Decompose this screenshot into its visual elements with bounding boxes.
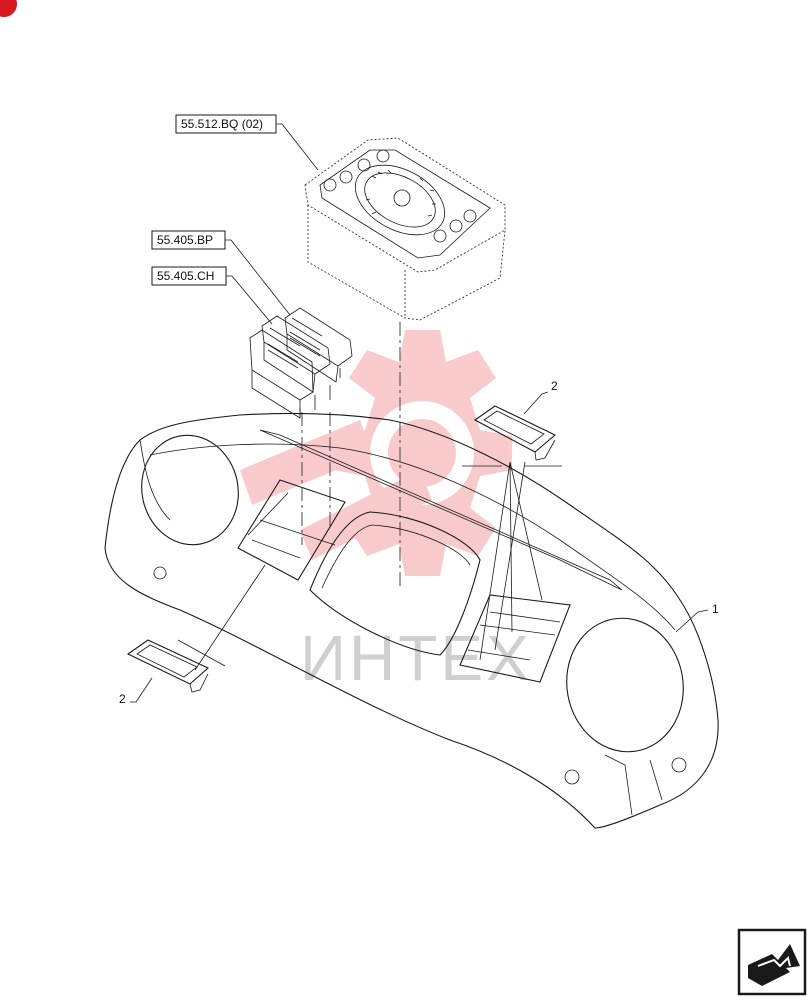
callout-panel-number: 1 [712, 602, 719, 616]
rocker-switches [249, 307, 353, 419]
ref-label-cluster[interactable]: 55.512.BQ (02) [175, 114, 319, 171]
callout-cover-right: 2 [523, 379, 558, 415]
dashboard-panel [104, 412, 719, 829]
cover-part-right [462, 405, 562, 661]
callout-cover-left-number: 2 [119, 692, 126, 706]
callout-panel: 1 [675, 602, 719, 633]
watermark-logo [240, 330, 512, 576]
ref-label-cluster-text[interactable]: 55.512.BQ (02) [181, 117, 263, 131]
instrument-cluster [304, 137, 506, 321]
callout-cover-right-number: 2 [551, 379, 558, 393]
corner-badge-icon [0, 0, 17, 17]
cover-part-left [126, 564, 266, 693]
ref-label-switch-upper-text[interactable]: 55.405.BP [157, 233, 213, 247]
ref-label-switch-lower[interactable]: 55.405.CH [151, 266, 273, 325]
ref-label-switch-lower-text[interactable]: 55.405.CH [157, 269, 214, 283]
assembly-lines [301, 322, 401, 590]
callout-cover-left: 2 [119, 677, 153, 706]
watermark-text: ИНТЕХ [300, 622, 532, 694]
next-page-arrow-icon[interactable] [737, 928, 807, 996]
ref-label-switch-upper[interactable]: 55.405.BP [151, 230, 291, 316]
